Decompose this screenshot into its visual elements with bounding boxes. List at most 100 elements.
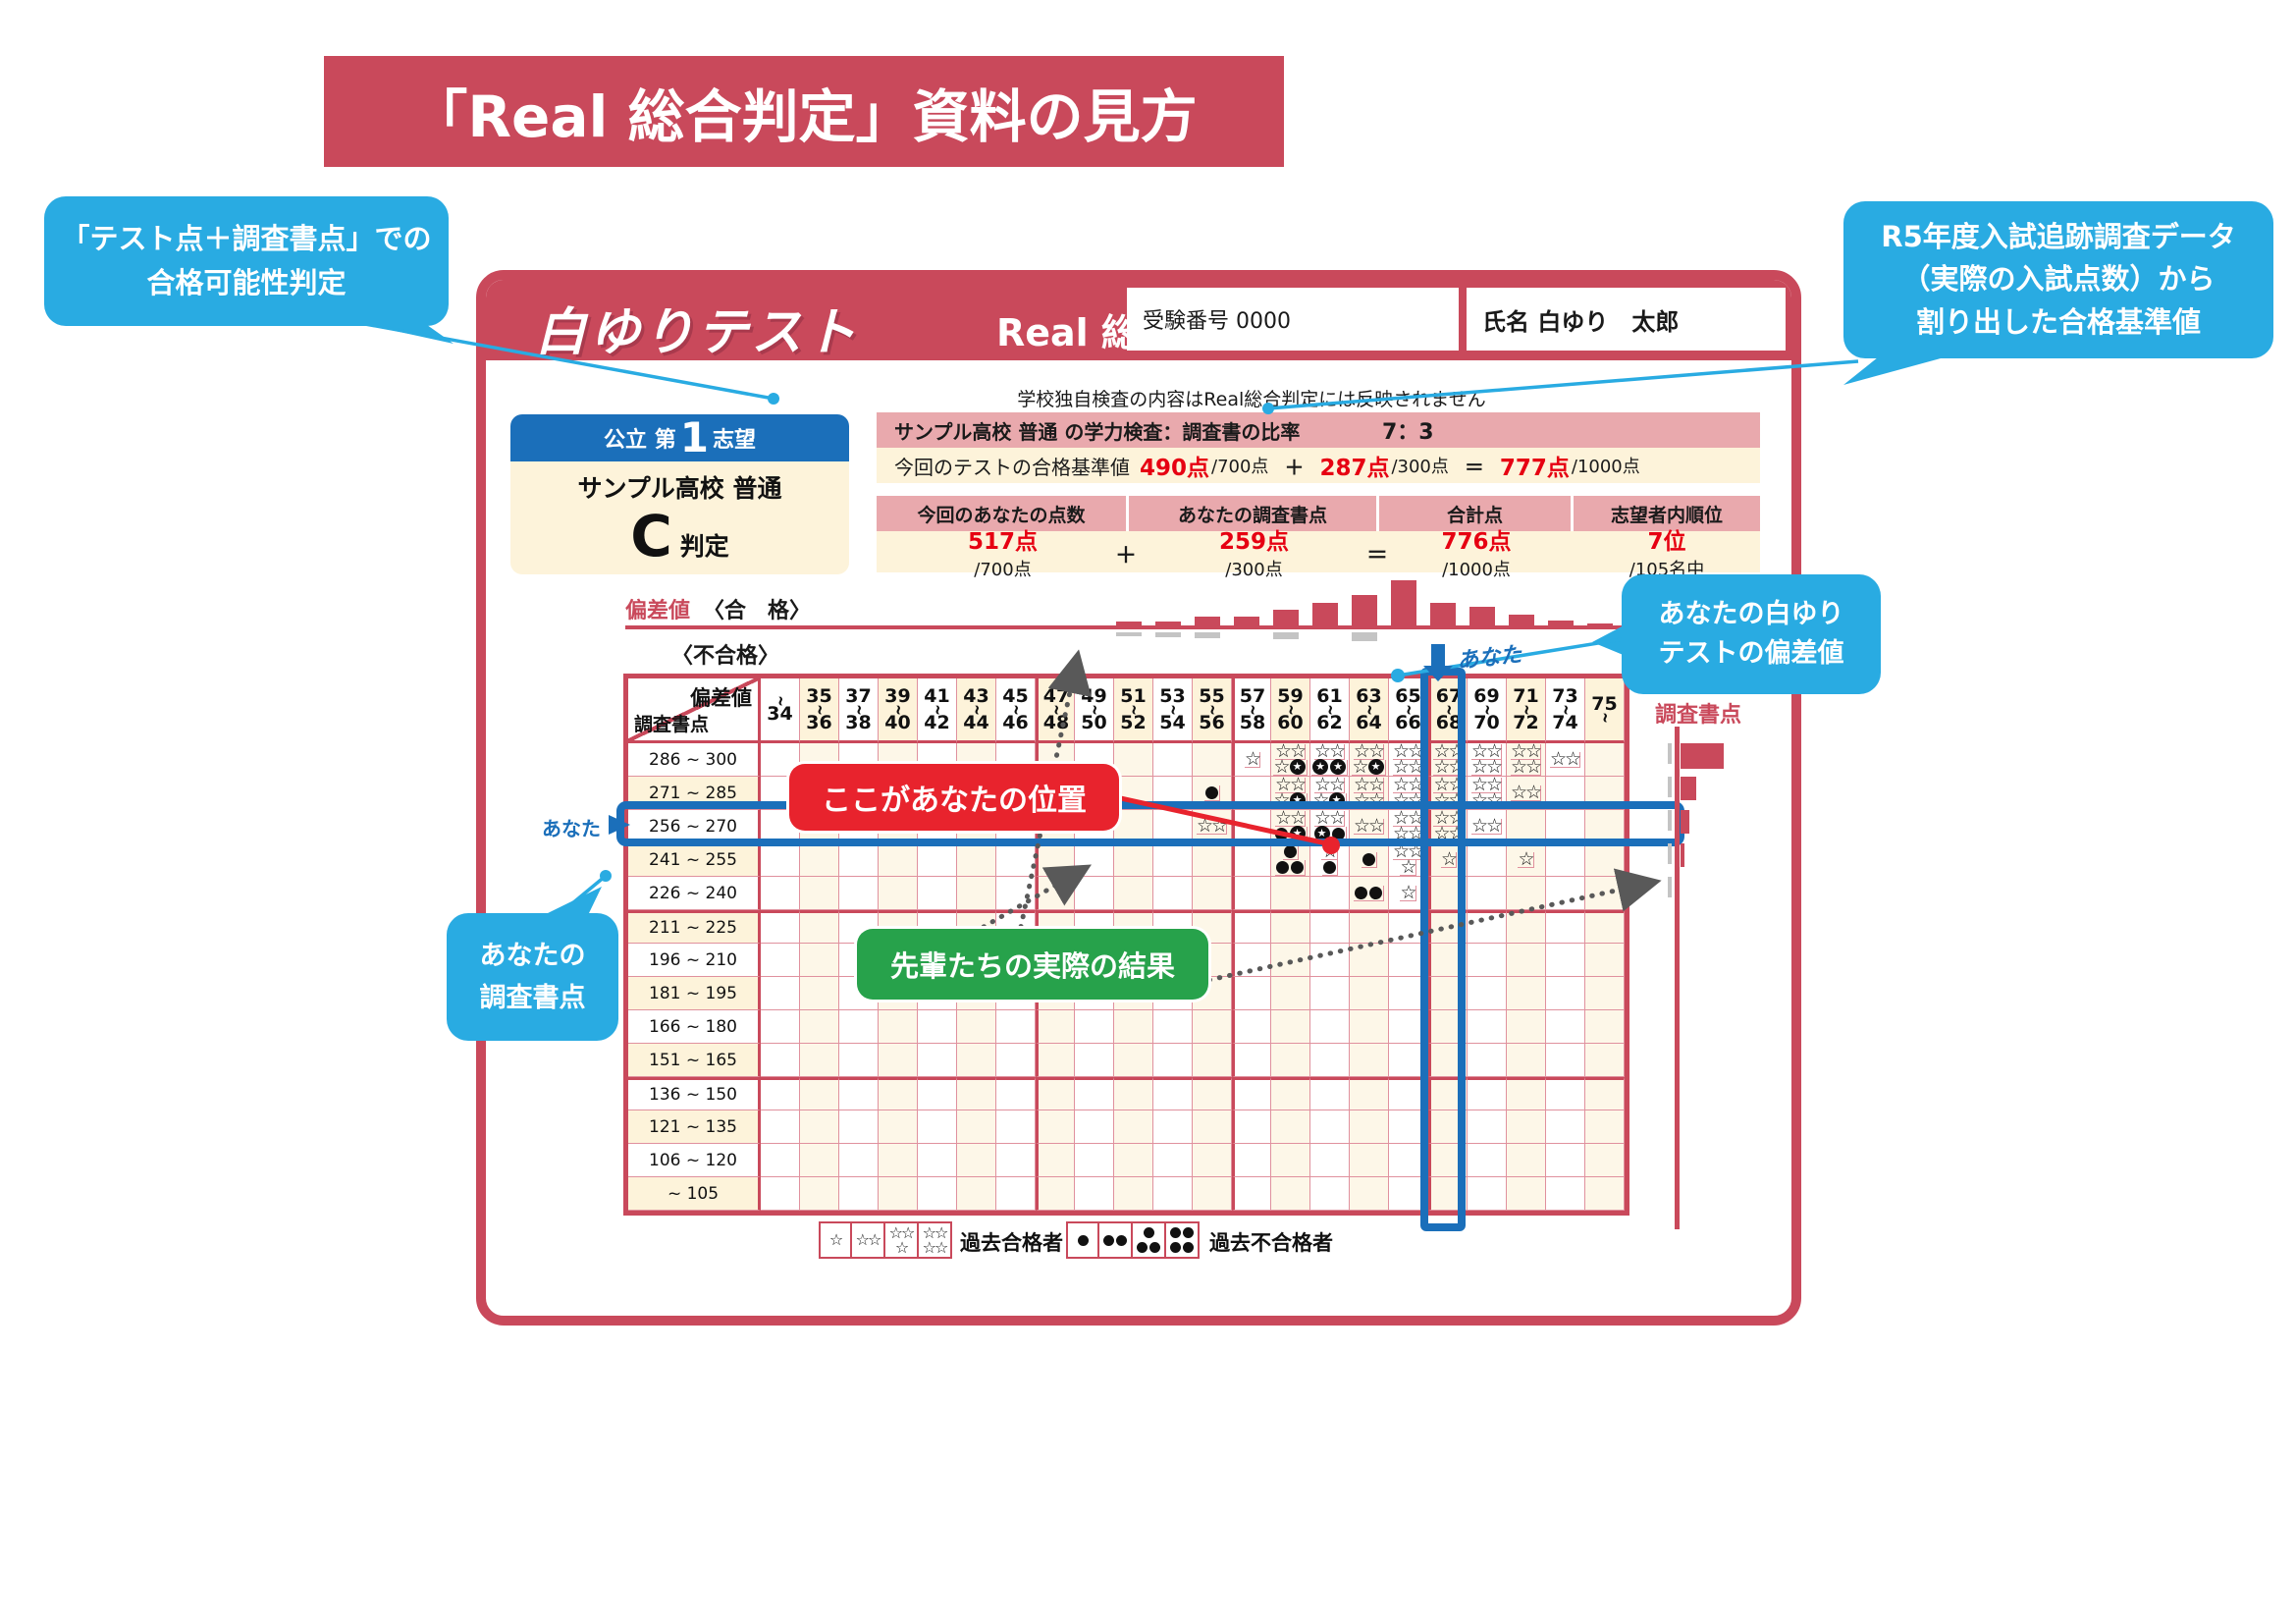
ratio-value: 7：3 (1382, 420, 1434, 445)
pass-star-icon: ☆ (1353, 774, 1370, 795)
grid-cell (1507, 1077, 1546, 1110)
report-points-gray-tick (1668, 810, 1672, 831)
grid-cell (1232, 1077, 1271, 1110)
grid-cell (1507, 1144, 1546, 1177)
hist-bar-pass (1116, 622, 1142, 625)
fail-dot-icon (1204, 785, 1218, 799)
grid-cell (800, 944, 839, 977)
grid-cell (1468, 1110, 1507, 1144)
report-points-label: 調査書点 (1655, 703, 1742, 728)
grid-cell (1350, 944, 1389, 977)
grid-cell (879, 843, 918, 877)
ratio-label: サンプル高校 普通 の学力検査：調査書の比率 (894, 419, 1301, 444)
grid-col-header: 47~48 (1036, 678, 1075, 743)
grid-cell (918, 877, 957, 910)
grid-cell (1507, 910, 1546, 944)
pass-star-icon: ☆ (1433, 756, 1450, 778)
grid-cell (761, 1044, 800, 1077)
grid-cell (918, 1077, 957, 1110)
grid-cell (1232, 1144, 1271, 1177)
choice-suffix: 志望 (712, 428, 756, 453)
grid-cell (1546, 1144, 1585, 1177)
grid-cell (957, 1010, 996, 1044)
grid-cell (918, 1177, 957, 1211)
legend-pass-cells: ☆☆☆☆☆☆☆☆☆☆ (819, 1221, 952, 1259)
grid-cell (1232, 944, 1271, 977)
grid-cell (800, 1077, 839, 1110)
grid-cell (761, 877, 800, 910)
grid-cell (839, 1177, 879, 1211)
grid-cell: ☆ (1232, 743, 1271, 777)
fail-dot-icon (1362, 852, 1375, 866)
hist-bar-fail (1273, 632, 1299, 639)
hist-bar-pass (1548, 621, 1574, 625)
grid-cell (1232, 1177, 1271, 1211)
grid-cell (1310, 910, 1350, 944)
grid-cell (1546, 1010, 1585, 1044)
grid-cell (1507, 1010, 1546, 1044)
grid-cell (1350, 910, 1389, 944)
fail-dot-icon (1183, 1227, 1194, 1238)
grid-cell (996, 1010, 1036, 1044)
grid-cell (1153, 1177, 1193, 1211)
grid-cell (1585, 1077, 1625, 1110)
grid-cell (957, 1044, 996, 1077)
grid-col-header: 41~42 (918, 678, 957, 743)
grid-cell (1350, 877, 1389, 910)
grid-row-label: 286 ~ 300 (628, 743, 761, 777)
pass-star-icon: ☆ (828, 1230, 843, 1249)
fail-dot-icon (1077, 1234, 1089, 1246)
grid-cell (918, 1010, 957, 1044)
grid-cell (1546, 910, 1585, 944)
hist-bar-pass (1352, 595, 1377, 625)
grid-cell (1193, 743, 1232, 777)
grid-cell: ☆☆☆☆ (1507, 742, 1546, 777)
pass-star-icon: ☆ (1470, 815, 1488, 837)
exclusion-note: 学校独自検査の内容はReal総合判定には反映されません (1017, 389, 1486, 410)
grid-cell (1350, 1177, 1389, 1211)
pass-star-icon: ☆ (1244, 748, 1261, 770)
grid-cell (1507, 944, 1546, 977)
score-column-header: 志望者内順位 (1610, 504, 1723, 526)
grid-cell (1468, 843, 1507, 877)
pass-star-icon: ☆ (1329, 774, 1346, 795)
pass-star-icon: ☆ (1290, 774, 1307, 795)
pass-star-icon: ☆ (1470, 756, 1488, 778)
score-column-header: あなたの調査書点 (1129, 496, 1379, 531)
pass-star-icon: ☆ (1518, 848, 1534, 870)
pass-star-filled-icon (1330, 759, 1346, 775)
grid-col-header: 69~70 (1468, 678, 1507, 743)
pass-star-icon: ☆ (1433, 807, 1450, 829)
fail-dot-icon (1322, 860, 1336, 874)
fail-dot-icon (1170, 1227, 1181, 1238)
grid-col-header: 39~40 (879, 678, 918, 743)
grid-cell: ☆☆☆☆ (1468, 742, 1507, 778)
grid-cell (1193, 1110, 1232, 1144)
fail-dot-icon (1283, 844, 1297, 858)
grid-cell (839, 1010, 879, 1044)
pass-star-icon: ☆ (1329, 807, 1346, 829)
grid-cell (800, 843, 839, 877)
score-value: 517点 (967, 529, 1038, 555)
grid-cell (1310, 977, 1350, 1010)
grid-cell (1271, 1144, 1310, 1177)
pass-star-icon: ☆ (1353, 740, 1370, 762)
grid-cell (879, 1044, 918, 1077)
hist-bar-pass (1312, 603, 1338, 625)
grid-cell (1114, 1077, 1153, 1110)
grid-cell (761, 1177, 800, 1211)
grid-cell (761, 743, 800, 777)
grid-cell (839, 1144, 879, 1177)
callout-line: R5年度入試追跡調査データ (1881, 219, 2236, 253)
legend-cell (1066, 1221, 1099, 1259)
pass-star-icon: ☆ (1392, 756, 1410, 778)
grid-cell (800, 1177, 839, 1211)
grid-cell (1153, 1144, 1193, 1177)
grid-cell (1350, 1010, 1389, 1044)
grid-cell (1507, 1044, 1546, 1077)
legend-cell (1099, 1221, 1133, 1259)
grid-cell (1585, 977, 1625, 1010)
pass-star-icon: ☆ (855, 1230, 870, 1249)
grid-cell (1232, 910, 1271, 944)
score-value: 776点 (1441, 529, 1512, 555)
